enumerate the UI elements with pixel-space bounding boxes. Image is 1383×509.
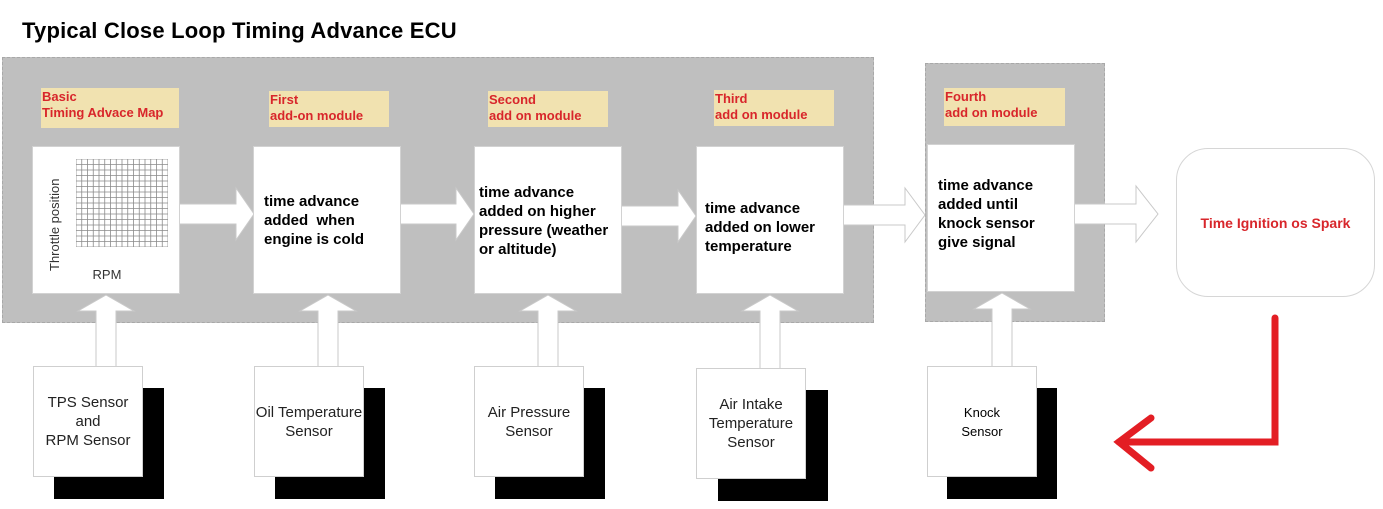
sensor-label: Air Pressure Sensor bbox=[488, 403, 571, 441]
text-line: time advance bbox=[479, 184, 575, 201]
air-intake-temperature-sensor-box: Air Intake Temperature Sensor bbox=[696, 368, 806, 479]
label-line: add-on module bbox=[270, 108, 364, 123]
text-line: time advance bbox=[264, 193, 360, 210]
diagram-title: Typical Close Loop Timing Advance ECU bbox=[22, 18, 457, 43]
label-fourth-module: Fourth add on module bbox=[944, 88, 1065, 126]
text-line: added when bbox=[264, 212, 355, 229]
ignition-output-box: Time Ignition os Spark bbox=[1176, 148, 1375, 297]
third-module-text: time advance added on lower temperature bbox=[705, 199, 815, 256]
flow-arrow-5 bbox=[1073, 184, 1159, 244]
third-module-box: time advance added on lower temperature bbox=[696, 146, 844, 294]
text-line: TPS Sensor bbox=[47, 394, 129, 411]
label-line: Fourth bbox=[945, 89, 987, 104]
sensor-label: Knock Sensor bbox=[961, 403, 1002, 441]
map-x-axis-label: RPM bbox=[92, 267, 122, 282]
text-line: temperature bbox=[705, 238, 792, 255]
sensor-label: Oil Temperature Sensor bbox=[256, 403, 362, 441]
text-line: Sensor bbox=[727, 434, 775, 451]
label-line: add on module bbox=[715, 107, 808, 122]
basic-timing-map-box: Throttle position RPM bbox=[32, 146, 180, 294]
second-module-text: time advance added on higher pressure (w… bbox=[479, 183, 608, 259]
air-pressure-sensor-box: Air Pressure Sensor bbox=[474, 366, 584, 477]
map-y-axis-label: Throttle position bbox=[47, 178, 62, 272]
label-line: Second bbox=[489, 92, 536, 107]
text-line: time advance bbox=[705, 200, 801, 217]
sensor-arrow-5 bbox=[972, 292, 1032, 369]
ignition-output-label: Time Ignition os Spark bbox=[1200, 214, 1351, 231]
label-first-module: First add-on module bbox=[269, 91, 389, 127]
knock-sensor-box: Knock Sensor bbox=[927, 366, 1037, 477]
timing-map-grid bbox=[76, 159, 168, 247]
flow-arrow-3 bbox=[619, 188, 697, 244]
first-module-box: time advance added when engine is cold bbox=[253, 146, 401, 294]
sensor-label: Air Intake Temperature Sensor bbox=[709, 395, 793, 452]
text-line: Oil Temperature bbox=[255, 403, 363, 421]
label-basic-map: Basic Timing Advace Map bbox=[41, 88, 179, 128]
sensor-arrow-1 bbox=[76, 294, 136, 371]
label-line: add on module bbox=[489, 108, 582, 123]
sensor-arrow-2 bbox=[298, 294, 358, 371]
label-line: Timing Advace Map bbox=[42, 105, 164, 120]
label-second-module: Second add on module bbox=[488, 91, 608, 127]
text-line: engine is cold bbox=[264, 231, 365, 248]
first-module-text: time advance added when engine is cold bbox=[264, 192, 364, 249]
fourth-module-text: time advance added until knock sensor gi… bbox=[938, 176, 1035, 252]
text-line: added until bbox=[938, 196, 1018, 213]
text-line: Air Intake bbox=[719, 396, 783, 413]
text-line: pressure (weather bbox=[479, 222, 609, 239]
label-line: Third bbox=[715, 91, 748, 106]
text-line: and bbox=[75, 413, 101, 430]
label-third-module: Third add on module bbox=[714, 90, 834, 126]
label-line: First bbox=[270, 92, 299, 107]
label-line: Basic bbox=[42, 89, 77, 104]
text-line: Sensor bbox=[285, 422, 333, 440]
text-line: Knock bbox=[963, 404, 1001, 420]
flow-arrow-2 bbox=[399, 186, 475, 242]
oil-temperature-sensor-box: Oil Temperature Sensor bbox=[254, 366, 364, 477]
fourth-module-box: time advance added until knock sensor gi… bbox=[927, 144, 1075, 292]
text-line: Temperature bbox=[708, 415, 794, 432]
sensor-arrow-4 bbox=[740, 294, 800, 371]
text-line: knock sensor bbox=[938, 215, 1035, 232]
tps-rpm-sensor-box: TPS Sensor and RPM Sensor bbox=[33, 366, 143, 477]
text-line: Sensor bbox=[961, 423, 1003, 439]
text-line: Air Pressure bbox=[487, 403, 571, 421]
sensor-arrow-3 bbox=[518, 294, 578, 371]
flow-arrow-1 bbox=[177, 186, 255, 242]
label-line: add on module bbox=[945, 105, 1038, 120]
sensor-label: TPS Sensor and RPM Sensor bbox=[45, 393, 130, 450]
text-line: added on higher bbox=[479, 203, 596, 220]
text-line: or altitude) bbox=[479, 241, 557, 258]
text-line: give signal bbox=[938, 234, 1016, 251]
text-line: Sensor bbox=[505, 422, 553, 440]
text-line: added on lower bbox=[705, 219, 816, 236]
text-line: time advance bbox=[938, 177, 1034, 194]
text-line: RPM Sensor bbox=[45, 432, 131, 449]
second-module-box: time advance added on higher pressure (w… bbox=[474, 146, 622, 294]
flow-arrow-4 bbox=[842, 186, 926, 244]
knock-feedback-arrow bbox=[1113, 314, 1279, 472]
